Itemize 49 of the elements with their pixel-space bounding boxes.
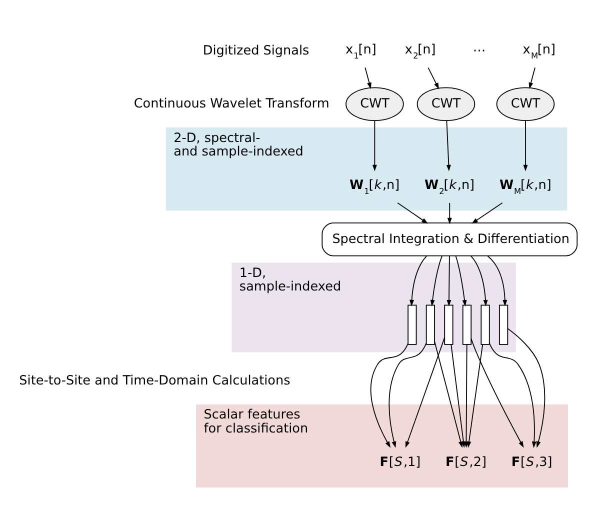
node-text: x$_{2}$[n] [404,42,436,60]
node-text: F[S,1] [380,454,421,470]
node-text: W$_{M}$[k,n] [499,177,552,196]
arrow [364,66,372,88]
node-text: W$_{1}$[k,n] [350,177,400,196]
arrow [450,344,466,448]
arrow [487,254,508,306]
label: Digitized Signals [202,42,310,58]
label: Continuous Wavelet Transform [134,96,330,111]
node-bar [426,304,436,344]
label: Site-to-Site and Time-Domain Calculations [19,372,290,388]
arrow [410,255,428,306]
node-text: x$_{M}$[n] [522,42,556,60]
node-ellipse: CWT [416,86,476,121]
node-bar [444,304,454,344]
node-ellipse: CWT [496,86,555,121]
arrow [455,254,467,306]
arrow [446,255,452,306]
label: ⋯ [472,42,486,58]
arrow [446,120,451,171]
arrow [372,120,377,171]
arrow [528,66,536,88]
arrow [405,336,445,448]
arrow [472,202,503,224]
arrow [370,342,408,448]
arrow [470,255,488,306]
arrow [388,342,427,448]
node-ellipse: CWT [346,86,404,121]
node-text: x$_{1}$[n] [345,42,376,60]
arrow [488,342,536,448]
cluster: 1-D, sample-indexed [232,262,516,352]
node-bar [462,304,472,344]
arrow [428,66,439,89]
node-box: Spectral Integration & Differentiation [322,222,578,256]
node-bar [480,304,490,344]
arrow [507,328,546,448]
arrow [447,202,452,224]
node-bar [408,304,417,344]
arrow [464,344,468,448]
arrow [466,344,484,448]
arrow [523,120,528,171]
arrow [430,255,442,306]
node-text: W$_{2}$[k,n] [424,177,475,196]
node-text: F[S,2] [446,454,486,470]
node-bar [498,304,508,344]
arrow [470,338,524,448]
arrow [434,340,463,448]
node-text: F[S,3] [511,454,552,470]
arrow [397,202,428,224]
